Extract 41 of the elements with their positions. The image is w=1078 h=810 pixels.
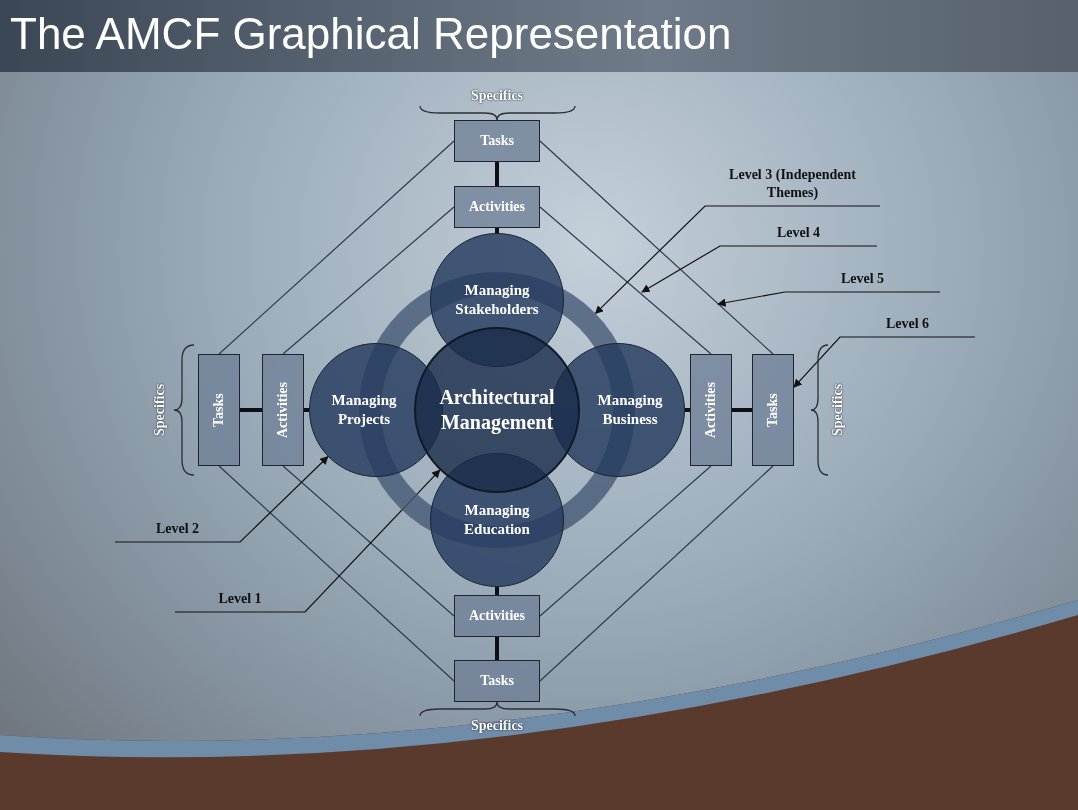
leader-arrow [114, 456, 329, 543]
specifics-label: Specifics [829, 382, 846, 439]
connector-line [218, 465, 455, 682]
connector-line [282, 465, 455, 617]
activity-box: Activities [454, 186, 540, 228]
task-box: Tasks [454, 120, 540, 162]
task-box: Tasks [198, 354, 240, 466]
level-label: Level 5 [785, 266, 940, 292]
connector-line [495, 162, 499, 186]
connector-line [539, 465, 774, 682]
activity-box: Activities [454, 595, 540, 637]
level-label: Level 1 [175, 582, 305, 612]
connector-line [539, 140, 774, 355]
connector-line [240, 408, 262, 412]
slide-title: The AMCF Graphical Representation [10, 8, 732, 60]
specifics-label: Specifics [469, 717, 525, 735]
leader-arrow [174, 469, 441, 613]
leader-arrow [793, 336, 976, 388]
connector-line [218, 140, 455, 355]
connector-line [539, 465, 712, 617]
task-box: Tasks [752, 354, 794, 466]
specifics-label: Specifics [151, 382, 168, 439]
leader-arrow [594, 205, 881, 314]
level-label: Level 6 [840, 311, 975, 337]
leader-arrow [717, 291, 941, 307]
level-label: Level 4 [720, 220, 877, 246]
connector-line [304, 408, 309, 412]
task-box: Tasks [454, 660, 540, 702]
level-label: Level 3 (Independent Themes) [705, 160, 880, 206]
connector-line [495, 587, 499, 595]
activity-box: Activities [262, 354, 304, 466]
level-label: Level 2 [115, 512, 240, 542]
connector-line [495, 637, 499, 660]
connector-line [282, 206, 455, 355]
connector-line [539, 206, 712, 355]
activity-box: Activities [690, 354, 732, 466]
leader-arrow [641, 245, 878, 293]
specifics-label: Specifics [469, 87, 525, 105]
connector-line [732, 408, 752, 412]
connector-line [685, 408, 690, 412]
connector-line [495, 228, 499, 233]
